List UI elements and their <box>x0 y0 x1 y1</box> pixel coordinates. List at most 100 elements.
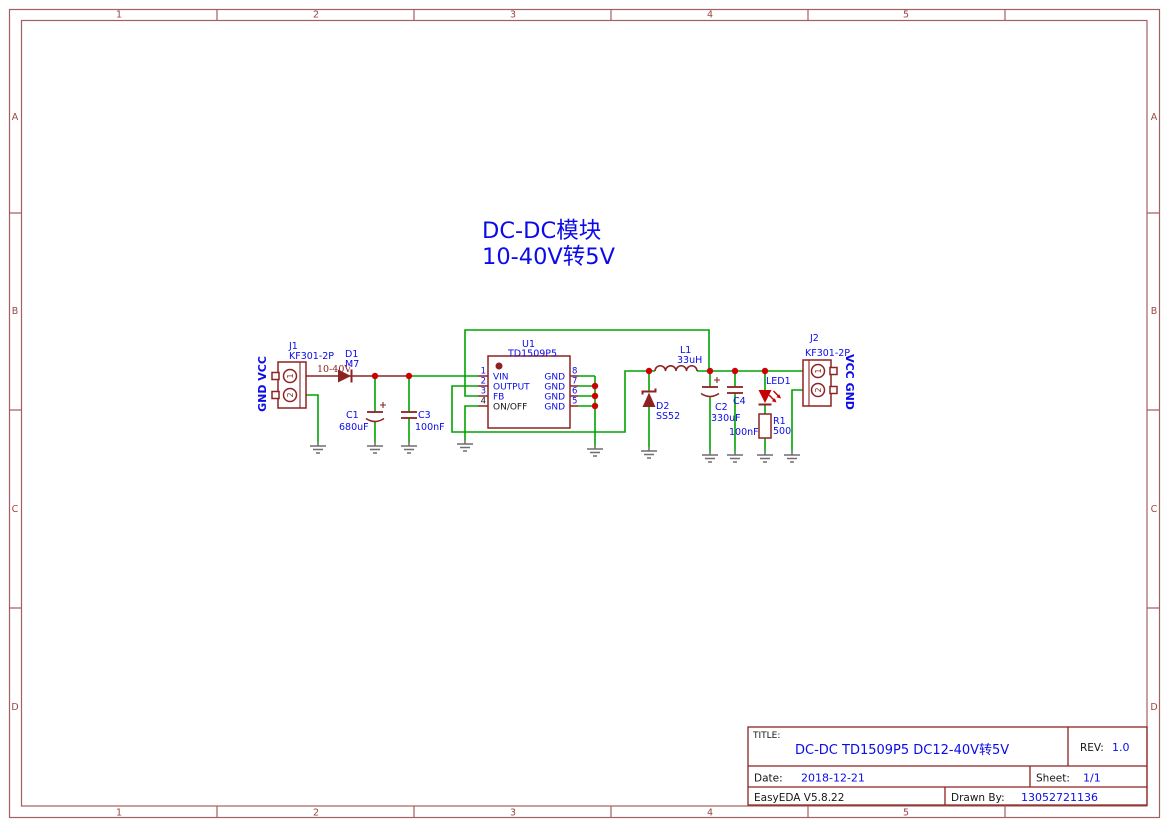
c1-value-label[interactable]: 680uF <box>339 422 369 433</box>
junction-dot <box>371 372 379 380</box>
c2-value-label[interactable]: 330uF <box>711 413 741 424</box>
j2-pin-pad <box>829 366 838 376</box>
sheet-label: Sheet: <box>1036 773 1070 785</box>
component-j1[interactable]: 1 2 J1 KF301-2P GND VCC <box>256 341 334 412</box>
component-r1[interactable]: R1 500 <box>758 413 791 439</box>
component-c4[interactable]: C4 100nF <box>727 386 759 438</box>
wire-j2-gnd <box>791 389 803 451</box>
junction-dot <box>761 367 769 375</box>
frame-inner-border <box>20 19 1148 807</box>
frame-row-label: A <box>1151 112 1158 123</box>
u1-pin-name: OUTPUT <box>493 383 530 393</box>
u1-pin-number: 5 <box>572 397 577 407</box>
component-c2[interactable]: C2 330uF <box>700 377 741 424</box>
l1-value-label[interactable]: 33uH <box>677 355 702 366</box>
frame-row-label: D <box>11 702 18 713</box>
component-d2[interactable]: D2 SS52 <box>641 388 681 423</box>
component-led1[interactable]: LED1 <box>758 376 791 406</box>
date-label: Date: <box>754 773 783 785</box>
u1-ref-label[interactable]: U1 <box>522 339 535 350</box>
gnd-symbol <box>702 451 718 463</box>
sheet-frame: 1 2 3 4 5 1 2 3 4 5 A B C D A B C D <box>8 8 1161 819</box>
r1-ref-label[interactable]: R1 <box>773 416 786 427</box>
j2-ref-label[interactable]: J2 <box>809 333 819 344</box>
u1-pin-number: 1 <box>481 367 486 377</box>
date-value[interactable]: 2018-12-21 <box>801 772 865 785</box>
j1-pin2-number: 2 <box>286 392 295 397</box>
wire-u1-gnd-bus <box>578 375 596 445</box>
u1-pin-name: GND <box>544 373 565 383</box>
junction-dot <box>591 402 599 410</box>
rev-value[interactable]: 1.0 <box>1112 741 1130 754</box>
junction-dot <box>591 392 599 400</box>
u1-left-pin-stubs <box>478 375 488 407</box>
ground-symbols <box>310 440 800 463</box>
junction-dot <box>731 367 739 375</box>
component-j2[interactable]: 1 2 J2 KF301-2P VCC GND <box>802 333 856 410</box>
j1-port-labels[interactable]: GND VCC <box>256 356 269 412</box>
component-c3[interactable]: C3 100nF <box>401 410 445 433</box>
c3-ref-label[interactable]: C3 <box>418 410 431 421</box>
sheet-heading[interactable]: DC-DC模块 10-40V转5V <box>482 218 616 270</box>
u1-pin1-marker <box>495 362 503 370</box>
rev-label: REV: <box>1080 742 1104 754</box>
j1-terminal-2 <box>282 387 298 403</box>
sheet-heading-line2[interactable]: 10-40V转5V <box>482 244 616 270</box>
l1-coil[interactable] <box>654 365 698 372</box>
j1-part-label[interactable]: KF301-2P <box>289 351 334 362</box>
c1-ref-label[interactable]: C1 <box>346 410 359 421</box>
c4-value-label[interactable]: 100nF <box>729 427 759 438</box>
u1-pin-name: ON/OFF <box>493 403 527 413</box>
component-c1[interactable]: C1 680uF <box>339 402 386 433</box>
drawn-by-value[interactable]: 13052721136 <box>1021 791 1098 804</box>
net-label-input[interactable]: 10-40V <box>317 364 351 375</box>
r1-value-label[interactable]: 500 <box>773 426 791 437</box>
j2-port-labels[interactable]: VCC GND <box>843 354 856 410</box>
frame-col-label: 3 <box>510 10 516 21</box>
d2-cathode-bar <box>641 388 657 395</box>
d1-triangle[interactable] <box>338 369 351 383</box>
component-l1[interactable]: L1 33uH <box>654 345 702 372</box>
d2-ref-label[interactable]: D2 <box>656 401 669 412</box>
j1-pin-pad <box>271 371 280 381</box>
j2-pin1-number: 1 <box>814 368 823 373</box>
wire-onoff-gnd <box>464 405 478 440</box>
u1-pin-name: GND <box>544 403 565 413</box>
u1-pin-number: 7 <box>572 377 577 387</box>
gnd-symbol <box>587 445 603 457</box>
d2-triangle[interactable] <box>642 392 656 408</box>
component-d1[interactable]: D1 M7 <box>338 349 359 383</box>
led1-ref-label[interactable]: LED1 <box>766 376 791 387</box>
frame-col-label: 2 <box>313 808 319 819</box>
r1-body[interactable] <box>758 413 772 439</box>
c3-value-label[interactable]: 100nF <box>415 422 445 433</box>
d2-part-label[interactable]: SS52 <box>656 411 680 422</box>
u1-pin-name: VIN <box>493 373 509 383</box>
title-block: TITLE: DC-DC TD1509P5 DC12-40V转5V REV: 1… <box>747 726 1148 806</box>
frame-row-label: B <box>12 306 19 317</box>
j2-terminal-2 <box>810 382 826 398</box>
frame-row-ticks <box>9 212 1160 609</box>
c4-ref-label[interactable]: C4 <box>733 396 746 407</box>
frame-col-label: 1 <box>116 808 122 819</box>
u1-pin-number: 4 <box>481 397 486 407</box>
component-u1[interactable]: 1 2 3 4 8 7 6 5 VIN OUTPUT FB ON/OFF GND… <box>478 339 578 429</box>
u1-pin-number: 3 <box>481 387 486 397</box>
u1-part-label[interactable]: TD1509P5 <box>507 349 557 360</box>
j2-part-label[interactable]: KF301-2P <box>805 348 850 359</box>
led1-triangle[interactable] <box>758 390 772 403</box>
j1-ref-label[interactable]: J1 <box>288 341 298 352</box>
j2-pin2-number: 2 <box>814 387 823 392</box>
d1-ref-label[interactable]: D1 <box>345 349 358 360</box>
c2-ref-label[interactable]: C2 <box>715 402 728 413</box>
sheet-value[interactable]: 1/1 <box>1083 772 1101 785</box>
wire-j1-gnd <box>306 394 319 442</box>
c1-plus-sign <box>380 402 386 408</box>
title-value[interactable]: DC-DC TD1509P5 DC12-40V转5V <box>795 743 1009 758</box>
d1-part-label[interactable]: M7 <box>345 359 359 370</box>
l1-ref-label[interactable]: L1 <box>680 345 691 356</box>
frame-column-ticks <box>216 9 1006 818</box>
c1-plate-bottom <box>365 417 385 423</box>
sheet-heading-line1[interactable]: DC-DC模块 <box>482 218 601 244</box>
junction-dot <box>405 372 413 380</box>
